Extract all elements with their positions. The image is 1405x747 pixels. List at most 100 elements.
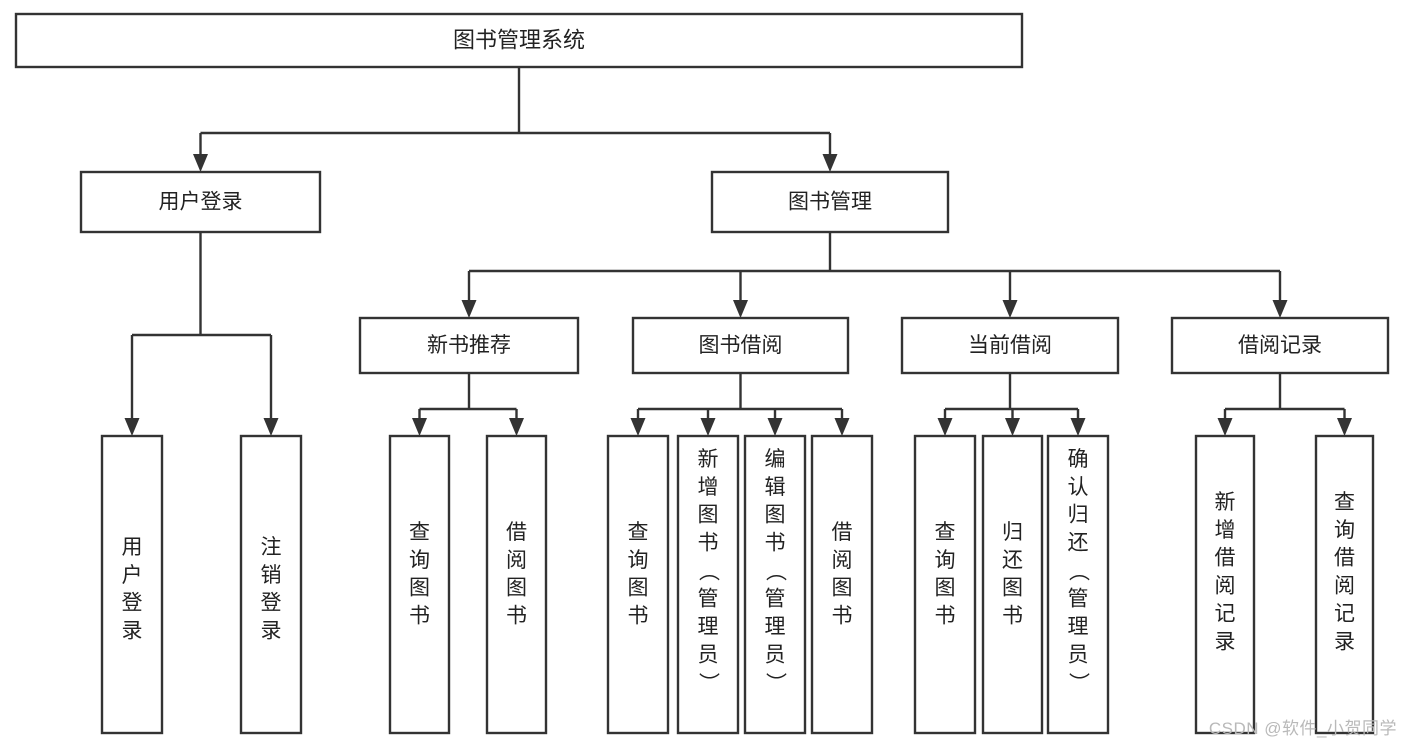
node-label-char: 书 bbox=[698, 532, 719, 555]
node-box bbox=[239, 434, 303, 735]
arrow-head-icon bbox=[834, 418, 850, 436]
node-label-char: 阅 bbox=[832, 549, 853, 572]
node-box bbox=[485, 434, 548, 735]
node-label-char: 询 bbox=[409, 549, 430, 572]
node-label-char: ） bbox=[1066, 672, 1089, 693]
arrow-head-icon bbox=[767, 418, 783, 436]
node-label-char: 登 bbox=[122, 592, 143, 615]
node-label-char: 图 bbox=[832, 577, 853, 600]
node-box bbox=[1170, 316, 1390, 375]
node-box bbox=[1194, 434, 1256, 735]
node-layer: 图书管理系统用户登录图书管理新书推荐图书借阅当前借阅借阅记录用户登录注销登录查询… bbox=[14, 12, 1390, 735]
node-label-char: 管 bbox=[698, 588, 719, 611]
node-label-char: 书 bbox=[935, 605, 956, 628]
node-box bbox=[100, 434, 164, 735]
node-label-char: 归 bbox=[1068, 504, 1089, 527]
node-box bbox=[1046, 434, 1110, 735]
node-label-char: 借 bbox=[832, 521, 853, 544]
node-label-char: （ bbox=[1066, 560, 1089, 581]
node-box bbox=[14, 12, 1024, 69]
node-label-char: 询 bbox=[628, 549, 649, 572]
node-label: 新书推荐 bbox=[427, 334, 511, 357]
node-label-char: 认 bbox=[1068, 476, 1089, 499]
node-box bbox=[388, 434, 451, 735]
node-label-char: 增 bbox=[698, 476, 719, 499]
arrow-head-icon bbox=[193, 154, 208, 172]
arrow-head-icon bbox=[412, 418, 427, 436]
node-label-char: 图 bbox=[409, 577, 430, 600]
node-label-char: 销 bbox=[261, 564, 282, 587]
node-borrow[interactable]: 图书借阅 bbox=[631, 316, 850, 375]
arrow-head-icon bbox=[937, 418, 953, 436]
node-label-char: 询 bbox=[935, 549, 956, 572]
node-root[interactable]: 图书管理系统 bbox=[14, 12, 1024, 69]
node-label-char: 确 bbox=[1068, 448, 1089, 471]
node-box bbox=[676, 434, 740, 735]
node-label-char: 理 bbox=[698, 615, 719, 638]
node-label-char: 户 bbox=[122, 564, 143, 587]
node-label-char: 管 bbox=[1068, 588, 1089, 611]
node-label-char: 书 bbox=[1002, 605, 1023, 628]
node-label-char: 员 bbox=[698, 643, 719, 666]
arrow-head-icon bbox=[263, 418, 279, 436]
node-label-char: 记 bbox=[1334, 603, 1355, 626]
node-label-char: 阅 bbox=[1215, 575, 1236, 598]
node-box bbox=[913, 434, 977, 735]
node-label: 图书借阅 bbox=[699, 334, 783, 357]
node-label-char: 还 bbox=[1002, 549, 1023, 572]
node-box bbox=[631, 316, 850, 375]
node-box bbox=[900, 316, 1120, 375]
arrow-head-icon bbox=[509, 418, 524, 436]
arrow-head-icon bbox=[733, 300, 748, 318]
node-label-char: （ bbox=[763, 560, 786, 581]
node-label-char: 管 bbox=[765, 588, 786, 611]
node-label-char: 登 bbox=[261, 592, 282, 615]
node-label-char: 图 bbox=[935, 577, 956, 600]
node-leaf-user-login[interactable]: 用户登录 bbox=[100, 434, 164, 735]
node-label-char: 借 bbox=[506, 521, 527, 544]
node-current[interactable]: 当前借阅 bbox=[900, 316, 1120, 375]
node-login[interactable]: 用户登录 bbox=[79, 170, 322, 234]
node-label-char: 借 bbox=[1334, 547, 1355, 570]
node-label-char: 记 bbox=[1215, 603, 1236, 626]
node-label-char: 增 bbox=[1215, 519, 1236, 542]
arrow-head-icon bbox=[1272, 300, 1288, 318]
node-box bbox=[606, 434, 670, 735]
arrow-head-icon bbox=[1070, 418, 1086, 436]
node-label-char: 用 bbox=[122, 536, 143, 559]
node-label: 用户登录 bbox=[159, 191, 243, 214]
node-label: 借阅记录 bbox=[1238, 334, 1322, 357]
node-label-char: 借 bbox=[1215, 547, 1236, 570]
node-label: 图书管理 bbox=[788, 191, 872, 214]
connector-layer bbox=[124, 67, 1352, 436]
arrow-head-icon bbox=[124, 418, 140, 436]
arrow-head-icon bbox=[822, 154, 838, 172]
node-label-char: 录 bbox=[1334, 631, 1355, 654]
csdn-watermark: CSDN @软件_小贺同学 bbox=[1208, 719, 1397, 738]
node-label-char: （ bbox=[696, 560, 719, 581]
node-label-char: 注 bbox=[261, 536, 282, 559]
node-bookmgmt[interactable]: 图书管理 bbox=[710, 170, 950, 234]
node-newrec[interactable]: 新书推荐 bbox=[358, 316, 580, 375]
node-records[interactable]: 借阅记录 bbox=[1170, 316, 1390, 375]
node-label-char: 图 bbox=[1002, 577, 1023, 600]
node-label-char: 编 bbox=[765, 448, 786, 471]
node-label-char: 图 bbox=[506, 577, 527, 600]
node-box bbox=[710, 170, 950, 234]
node-label-char: 录 bbox=[1215, 631, 1236, 654]
arrow-head-icon bbox=[1217, 418, 1233, 436]
node-label-char: 查 bbox=[935, 521, 956, 544]
